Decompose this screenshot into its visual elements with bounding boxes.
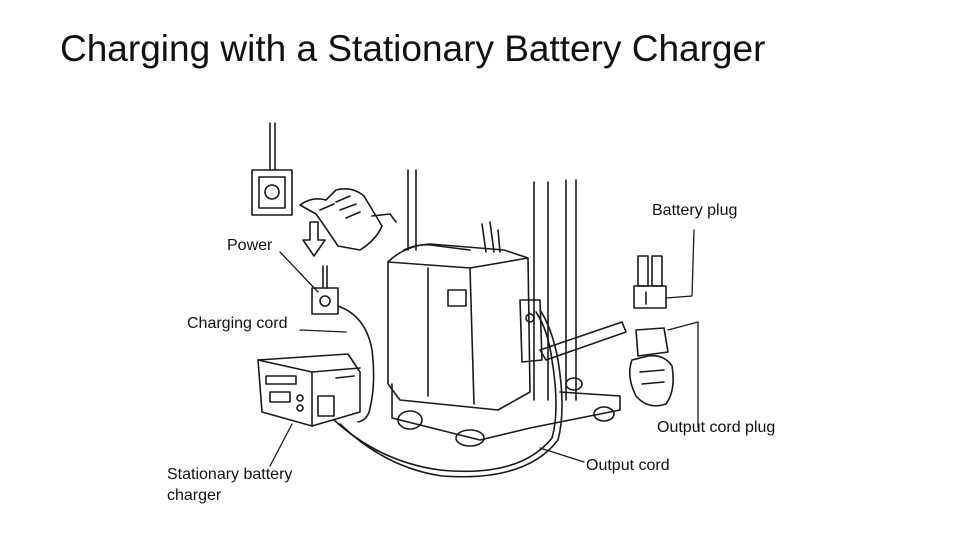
- battery-plug: [633, 255, 667, 309]
- forklift-body: [387, 169, 627, 447]
- label-power: Power: [227, 237, 273, 254]
- label-charging-cord: Charging cord: [187, 315, 288, 332]
- insert-arrow-icon: [302, 221, 326, 257]
- charging-cord: [337, 305, 375, 423]
- label-battery-plug: Battery plug: [652, 202, 738, 219]
- stationary-charger-box: [257, 353, 361, 427]
- label-output-cord-plug: Output cord plug: [657, 419, 776, 436]
- output-cord-plug: [628, 327, 674, 407]
- hand-with-plug-icon: [299, 188, 397, 251]
- leader-lines: [269, 229, 699, 467]
- slide-title: Charging with a Stationary Battery Charg…: [60, 28, 766, 69]
- label-stationary-battery-charger: Stationary battery charger: [167, 464, 327, 506]
- power-outlet-module: [311, 265, 339, 315]
- label-charger-line2: charger: [167, 487, 222, 504]
- label-charger-line1: Stationary battery: [167, 466, 293, 483]
- label-output-cord: Output cord: [586, 457, 670, 474]
- wall-outlet: [251, 122, 293, 216]
- output-cord: [333, 311, 557, 473]
